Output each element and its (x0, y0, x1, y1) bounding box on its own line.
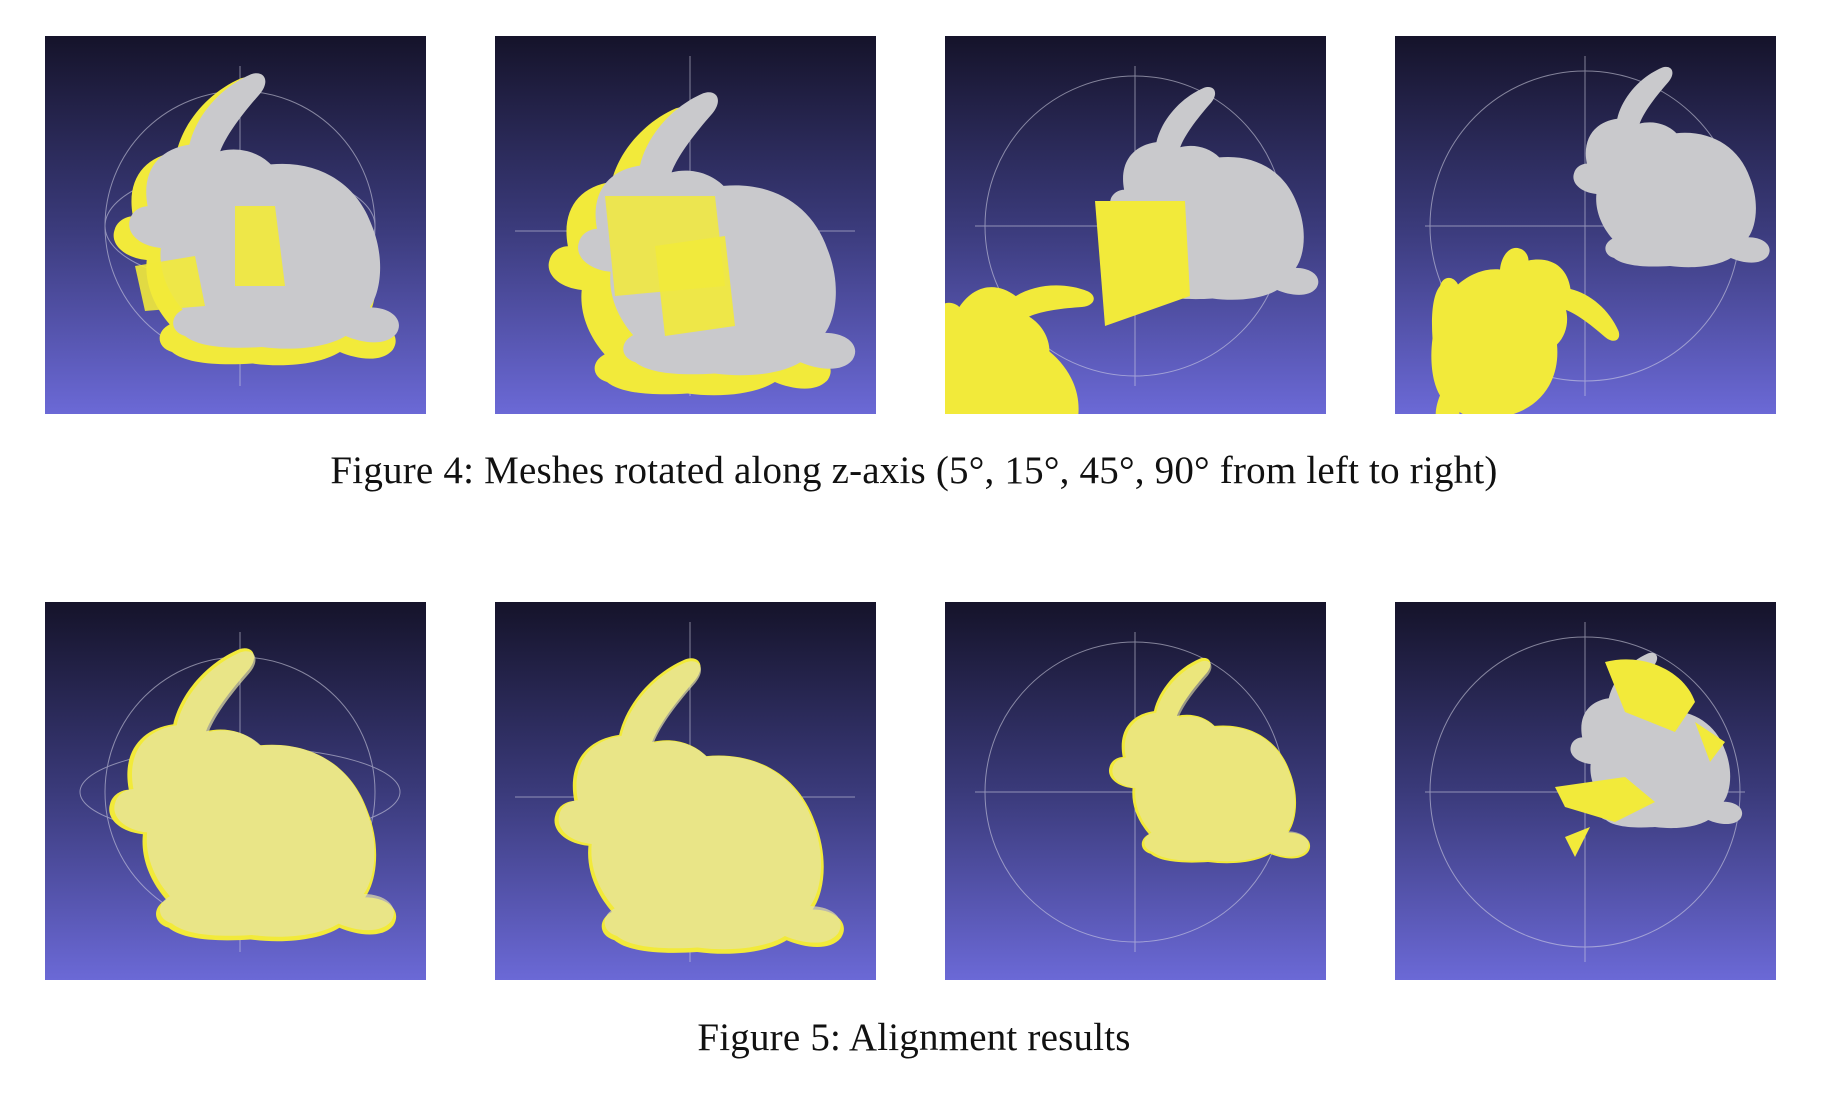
mesh-view-rot-5 (45, 36, 426, 414)
alignment-view-3 (945, 602, 1326, 980)
alignment-view-4 (1395, 602, 1776, 980)
figure-4-caption: Figure 4: Meshes rotated along z-axis (5… (330, 449, 1498, 492)
figure-5-panels (0, 602, 1828, 980)
alignment-view-1 (45, 602, 426, 980)
figure-5-caption: Figure 5: Alignment results (697, 1016, 1131, 1059)
mesh-view-rot-15 (495, 36, 876, 414)
mesh-view-rot-45 (945, 36, 1326, 414)
alignment-view-2 (495, 602, 876, 980)
figure-4-panels (0, 36, 1828, 414)
mesh-view-rot-90 (1395, 36, 1776, 414)
